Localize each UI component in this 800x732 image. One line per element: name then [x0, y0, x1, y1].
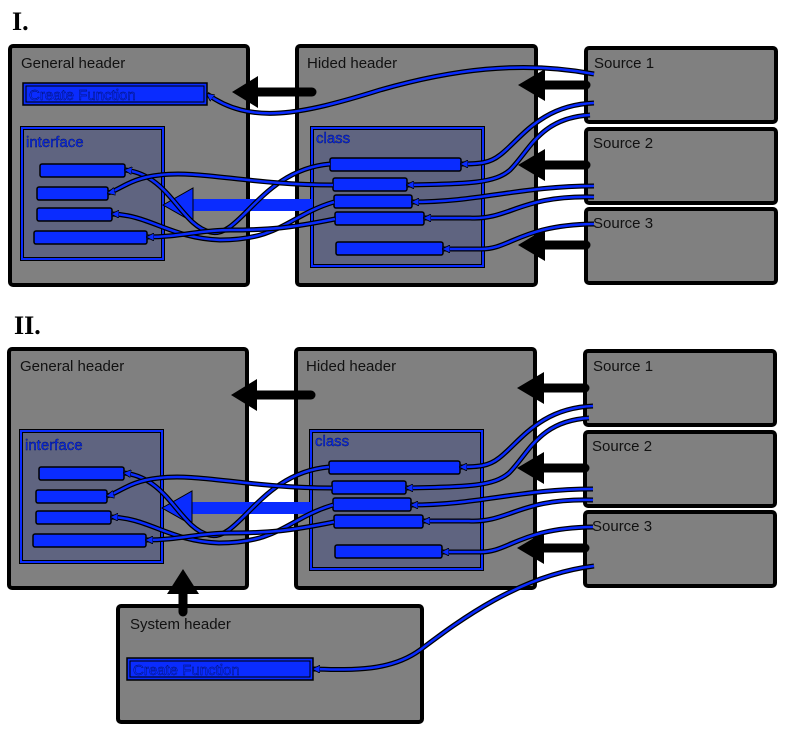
arrow-up-icon	[167, 569, 199, 617]
create-function-label: Create Function	[133, 662, 240, 679]
source-1-label: Source 1	[593, 358, 653, 375]
hided-header-label: Hided header	[307, 55, 397, 72]
panel-title: II.	[14, 311, 41, 340]
source-3-label: Source 3	[593, 215, 653, 232]
interface-label: interface	[26, 134, 84, 151]
source-2-label: Source 2	[592, 438, 652, 455]
source-1-label: Source 1	[594, 55, 654, 72]
general-header-label: General header	[21, 55, 125, 72]
create-function-label: Create Function	[29, 87, 136, 104]
hided-header-label: Hided header	[306, 358, 396, 375]
panel-2: II. Create Function System header Genera…	[9, 311, 775, 724]
class-label: class	[316, 130, 350, 147]
class-label: class	[315, 433, 349, 450]
create-function-box	[126, 657, 314, 681]
source-3-label: Source 3	[592, 518, 652, 535]
panel-title: I.	[12, 7, 29, 36]
panel-1: I. Create Function General header Hided …	[10, 7, 776, 285]
general-header-label: General header	[20, 358, 124, 375]
system-header-label: System header	[130, 616, 231, 633]
source-2-label: Source 2	[593, 135, 653, 152]
interface-label: interface	[25, 437, 83, 454]
create-function-box	[22, 82, 208, 106]
